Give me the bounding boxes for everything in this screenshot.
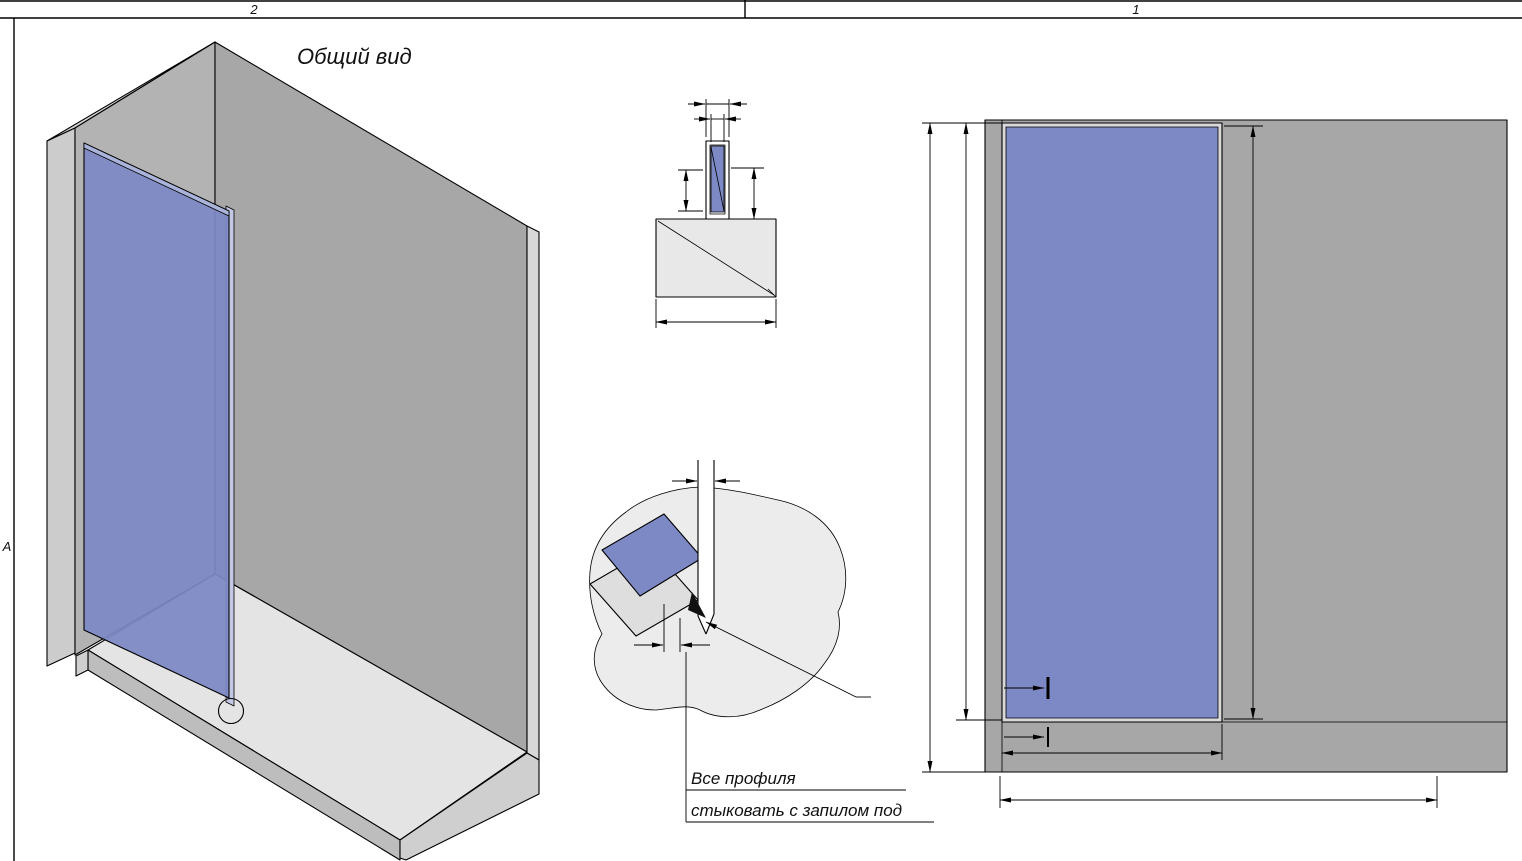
dim-total-height xyxy=(922,122,1002,773)
leader-line xyxy=(705,621,857,698)
glass-top-edge xyxy=(83,142,230,217)
miter-joint-mark xyxy=(688,592,706,618)
view-title: Общий вид xyxy=(297,44,412,69)
glass-panel xyxy=(83,142,230,699)
zone-top-left-label: 2 xyxy=(249,2,258,17)
elevation-view xyxy=(922,119,1508,808)
dim-glass-thickness xyxy=(694,114,741,142)
elevation-glass-panel xyxy=(1005,126,1219,719)
note-line-1: Все профиля xyxy=(691,769,796,788)
dim-glass-width xyxy=(1001,724,1223,760)
miter-cut-edge xyxy=(697,615,707,635)
dim-glass-height-right xyxy=(1224,125,1263,720)
dim-base-width xyxy=(655,299,777,328)
detail-callout-circle xyxy=(217,697,245,725)
dim-glass-height-left xyxy=(956,122,1002,721)
zone-top-right-label: 1 xyxy=(1132,2,1139,17)
left-wall-edge-face xyxy=(46,127,76,667)
dim-offset-upper xyxy=(1004,677,1050,699)
zone-row-left-label: А xyxy=(2,539,12,554)
base-corner-tick xyxy=(767,288,777,298)
detail-view: Все профиля стыковать с запилом под xyxy=(589,460,934,823)
dim-miter-leader xyxy=(705,621,871,698)
detail-note: Все профиля стыковать с запилом под xyxy=(685,652,934,823)
vertical-profile-piece xyxy=(698,460,714,634)
section-view xyxy=(655,99,777,328)
channel-profile-inner xyxy=(709,144,726,215)
base-diagonal xyxy=(657,220,775,296)
dim-channel-depth-left xyxy=(678,169,703,212)
dim-channel-width xyxy=(688,99,747,137)
shower-tray-right-step xyxy=(399,752,540,861)
dim-offset-lower xyxy=(1004,727,1049,747)
shower-tray-left-cap xyxy=(75,649,89,677)
section-glass-diagonal xyxy=(710,146,725,212)
isometric-view: Общий вид xyxy=(46,41,540,861)
dim-wall-thickness xyxy=(634,604,710,652)
back-wall-end-face xyxy=(526,225,540,761)
note-line-2: стыковать с запилом под xyxy=(691,801,902,820)
dim-overall-width xyxy=(999,776,1438,808)
dim-channel-depth-right xyxy=(731,167,764,220)
